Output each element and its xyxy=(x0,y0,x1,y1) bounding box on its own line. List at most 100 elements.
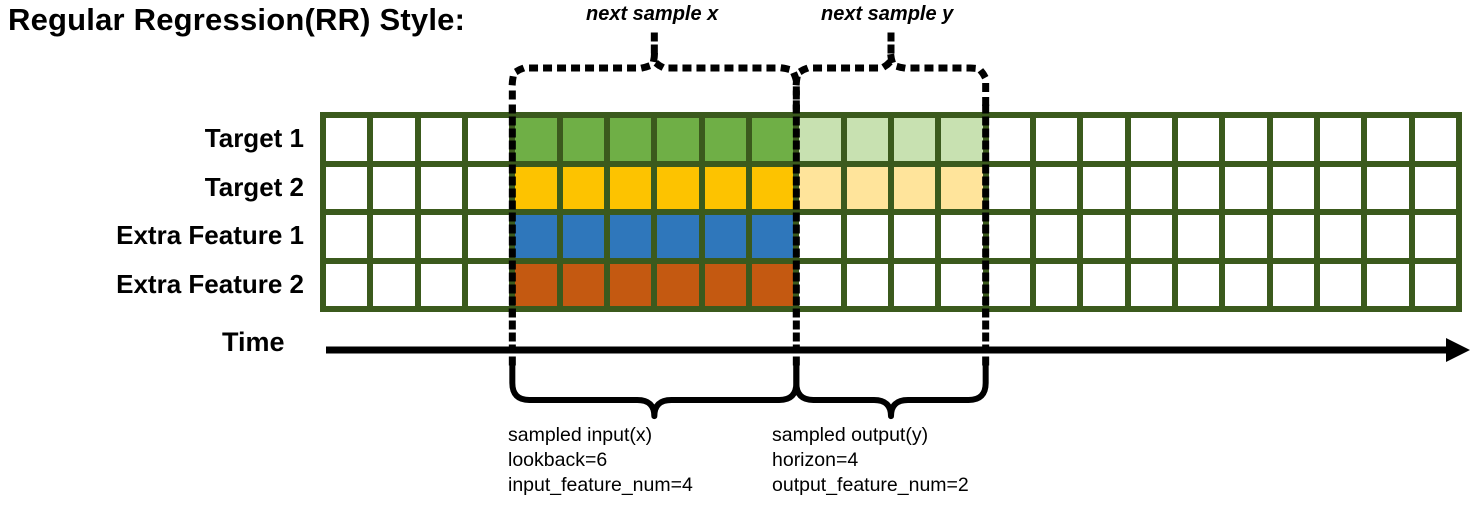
grid-cell xyxy=(326,263,368,306)
grid-cell xyxy=(1367,263,1409,306)
grid-cell xyxy=(657,166,699,209)
grid-cell xyxy=(752,215,794,258)
grid-cell xyxy=(420,166,462,209)
grid-cell xyxy=(1414,215,1456,258)
grid-cell xyxy=(988,166,1030,209)
grid-cell xyxy=(894,166,936,209)
grid-cell xyxy=(657,263,699,306)
grid-cell xyxy=(373,118,415,161)
grid-cell xyxy=(562,118,604,161)
grid-cell xyxy=(1320,166,1362,209)
grid-cell xyxy=(468,263,510,306)
caption-sampled-input: sampled input(x) lookback=6 input_featur… xyxy=(508,424,693,496)
grid-cell xyxy=(468,118,510,161)
grid-cell xyxy=(1036,166,1078,209)
grid-cell xyxy=(941,215,983,258)
grid-cell xyxy=(846,215,888,258)
grid-cell xyxy=(420,263,462,306)
grid-cell xyxy=(799,166,841,209)
grid-cell xyxy=(704,118,746,161)
grid-cell xyxy=(610,263,652,306)
grid-cell xyxy=(1036,263,1078,306)
grid-cell xyxy=(657,215,699,258)
caption-sampled-output: sampled output(y) horizon=4 output_featu… xyxy=(772,424,969,496)
grid-cell xyxy=(515,118,557,161)
grid-cell xyxy=(1036,215,1078,258)
grid-cell xyxy=(326,118,368,161)
row-label-column: Target 1 Target 2 Extra Feature 1 Extra Fea… xyxy=(0,112,312,312)
grid-cell xyxy=(752,118,794,161)
grid-cell xyxy=(1367,215,1409,258)
grid-cell xyxy=(704,215,746,258)
grid-cell xyxy=(562,263,604,306)
row-label-target-2: Target 2 xyxy=(204,171,304,202)
grid-cell xyxy=(468,166,510,209)
grid-cell xyxy=(420,118,462,161)
grid-cell xyxy=(1320,215,1362,258)
grid-cell xyxy=(657,118,699,161)
row-label-extra-feature-1: Extra Feature 1 xyxy=(116,220,304,251)
grid-cell xyxy=(420,215,462,258)
grid-cell xyxy=(468,215,510,258)
grid-cell xyxy=(1130,118,1172,161)
grid-cell xyxy=(1414,118,1456,161)
grid-cell xyxy=(1414,263,1456,306)
grid-cell xyxy=(752,166,794,209)
grid-cell xyxy=(515,263,557,306)
grid-cell xyxy=(894,215,936,258)
grid-cell xyxy=(799,118,841,161)
grid-cell xyxy=(752,263,794,306)
grid-cell xyxy=(1320,263,1362,306)
grid-cell xyxy=(1367,118,1409,161)
grid-cell xyxy=(1178,118,1220,161)
row-label-target-1: Target 1 xyxy=(204,123,304,154)
time-axis-label: Time xyxy=(222,327,285,357)
grid-cell xyxy=(373,166,415,209)
grid-cell xyxy=(704,263,746,306)
grid-cell xyxy=(1225,166,1267,209)
top-brace-label-next-sample-x: next sample x xyxy=(586,3,719,25)
grid-cell xyxy=(515,166,557,209)
grid-cell xyxy=(515,215,557,258)
grid-cell xyxy=(941,263,983,306)
grid-cell xyxy=(1130,166,1172,209)
top-brace-label-next-sample-y: next sample y xyxy=(821,3,954,25)
grid-cell xyxy=(1130,263,1172,306)
grid-cell xyxy=(562,215,604,258)
row-label-extra-feature-2: Extra Feature 2 xyxy=(116,268,304,299)
grid-cell xyxy=(1083,215,1125,258)
grid-cell xyxy=(799,215,841,258)
grid-cell xyxy=(941,118,983,161)
grid-cell xyxy=(1130,215,1172,258)
grid-cell xyxy=(1272,215,1314,258)
grid-cell xyxy=(941,166,983,209)
grid-cell xyxy=(610,166,652,209)
grid-cell xyxy=(894,118,936,161)
grid-cell xyxy=(1083,263,1125,306)
grid-cell xyxy=(562,166,604,209)
grid-cell xyxy=(1225,263,1267,306)
grid-cell xyxy=(846,263,888,306)
grid-cell xyxy=(988,263,1030,306)
grid-cell xyxy=(846,118,888,161)
grid-cell xyxy=(326,215,368,258)
timeseries-grid xyxy=(320,112,1462,312)
grid-cell xyxy=(799,263,841,306)
grid-cell xyxy=(1367,166,1409,209)
grid-cell xyxy=(1272,118,1314,161)
grid-cell xyxy=(1178,263,1220,306)
grid-cell xyxy=(704,166,746,209)
page-title: Regular Regression(RR) Style: xyxy=(8,2,466,37)
grid-cell xyxy=(1225,215,1267,258)
grid-cell xyxy=(894,263,936,306)
grid-cell xyxy=(1225,118,1267,161)
grid-cell xyxy=(373,263,415,306)
grid-cell xyxy=(610,215,652,258)
grid-cell xyxy=(1272,263,1314,306)
grid-cell xyxy=(326,166,368,209)
grid-cell xyxy=(373,215,415,258)
grid-cell xyxy=(1083,166,1125,209)
grid-cell xyxy=(1178,215,1220,258)
grid-cell xyxy=(988,118,1030,161)
